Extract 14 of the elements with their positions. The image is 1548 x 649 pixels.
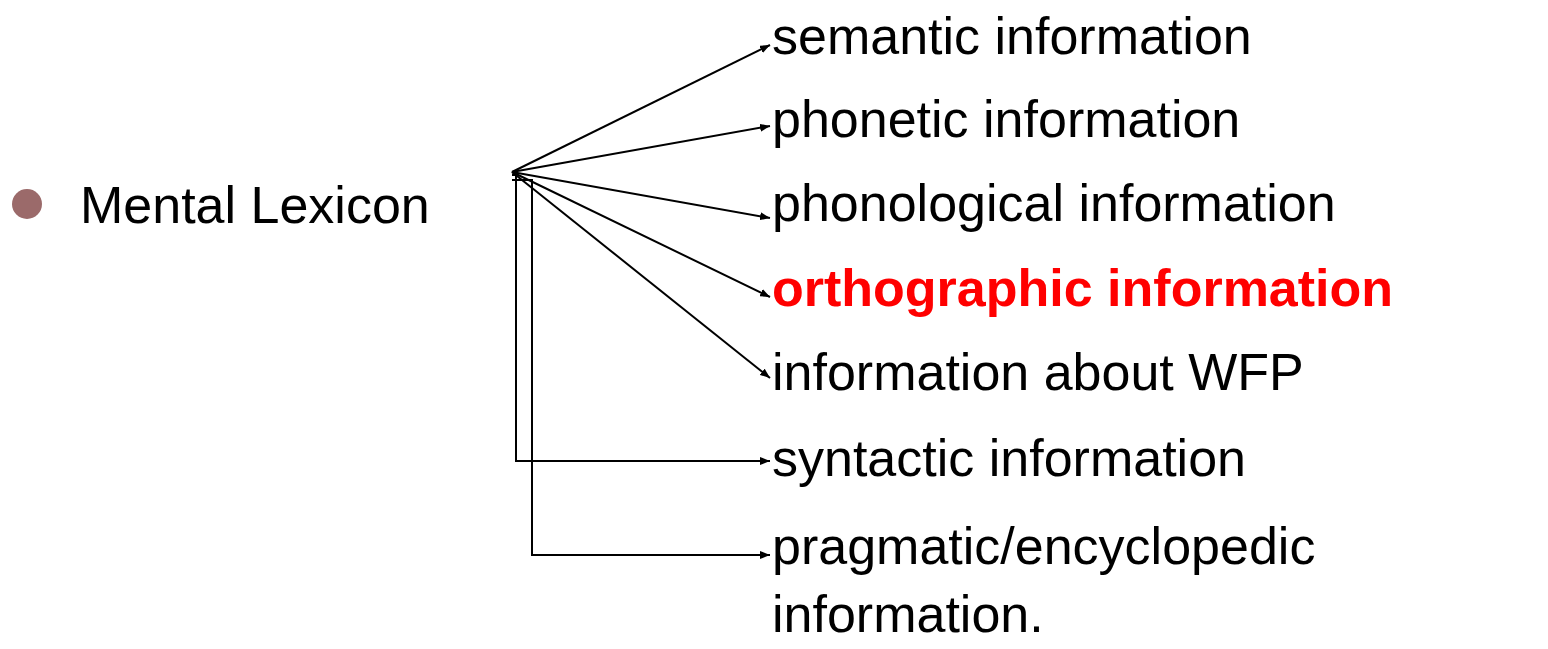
- arrow: [511, 171, 771, 298]
- arrow: [511, 171, 771, 221]
- item-label: phonological information: [772, 161, 1336, 245]
- item-label: information about WFP: [772, 330, 1304, 414]
- topic-label: Mental Lexicon: [80, 163, 512, 247]
- item-label: orthographic information: [772, 246, 1394, 330]
- item-label: phonetic information: [772, 77, 1241, 161]
- arrow: [511, 174, 771, 465]
- arrow: [511, 44, 771, 173]
- item-label: semantic information: [772, 0, 1252, 78]
- arrow: [511, 171, 771, 379]
- arrow: [511, 179, 771, 559]
- item-label: pragmatic/encyclopedic information.: [772, 512, 1542, 648]
- item-label: syntactic information: [772, 416, 1246, 500]
